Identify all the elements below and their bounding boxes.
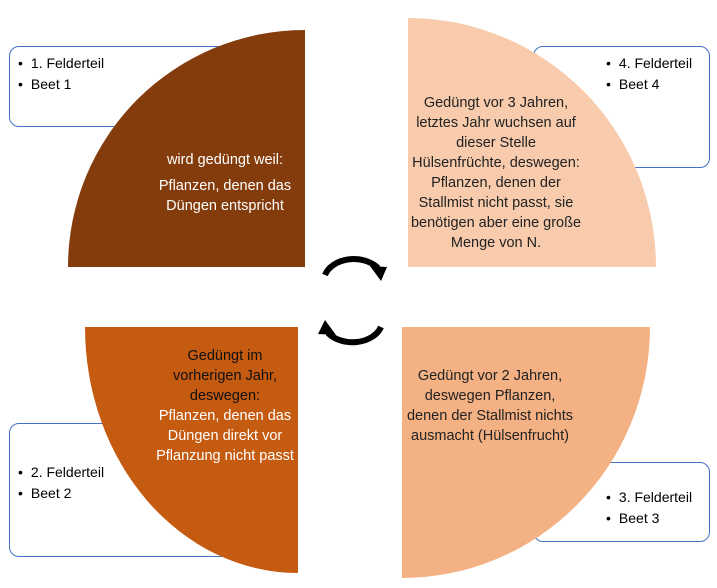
q4-body: Gedüngt vor 3 Jahren, letztes Jahr wuchs… — [410, 95, 582, 251]
label-beet: Beet 3 — [606, 508, 709, 529]
cycle-arrow-bottom-icon — [325, 325, 384, 346]
cycle-arrow-top-head — [370, 266, 387, 281]
label-felderteil: 1. Felderteil — [18, 53, 240, 74]
q2-body: Pflanzen, denen das Düngen direkt vor Pf… — [156, 408, 294, 464]
quadrant-3-text: Gedüngt vor 2 Jahren, deswegen Pflanzen,… — [406, 366, 574, 446]
quadrant-4-text: Gedüngt vor 3 Jahren, letztes Jahr wuchs… — [410, 93, 582, 253]
cycle-arrow-top-icon — [322, 256, 381, 277]
label-beet: Beet 4 — [606, 74, 709, 95]
cycle-arrow-bottom-head — [318, 320, 336, 335]
quadrant-2-text: Gedüngt im vorherigen Jahr, deswegen: Pf… — [155, 346, 295, 466]
label-beet: Beet 1 — [18, 74, 240, 95]
label-felderteil: 4. Felderteil — [606, 53, 709, 74]
q1-heading: wird gedüngt weil: — [166, 152, 284, 168]
quadrant-4 — [408, 18, 656, 267]
quadrant-1-text: wird gedüngt weil: Pflanzen, denen das D… — [140, 150, 310, 216]
label-felderteil: 2. Felderteil — [18, 462, 240, 483]
quadrant-2 — [85, 327, 298, 573]
q3-body: Gedüngt vor 2 Jahren, deswegen Pflanzen,… — [406, 368, 574, 444]
quadrant-3 — [402, 327, 650, 578]
label-beet: Beet 2 — [18, 483, 240, 504]
label-felderteil: 3. Felderteil — [606, 487, 709, 508]
q2-heading: Gedüngt im vorherigen Jahr, deswegen: — [173, 348, 277, 404]
quadrant-1 — [68, 30, 305, 267]
q1-body: Pflanzen, denen das Düngen entspricht — [158, 178, 292, 214]
